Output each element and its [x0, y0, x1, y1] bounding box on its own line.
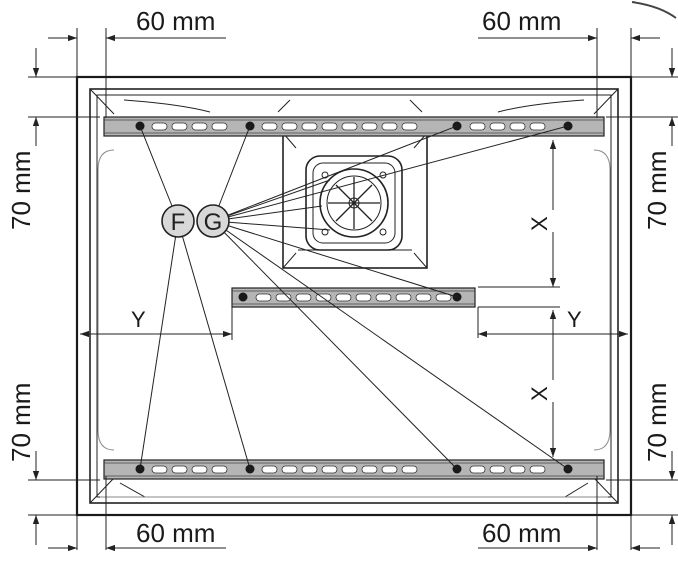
- leader-lines: [139, 125, 569, 470]
- din-rail-top: [103, 116, 605, 137]
- callout-f: F: [161, 204, 195, 238]
- callout-g-label: G: [204, 209, 223, 236]
- y-right-label: Y: [567, 307, 582, 332]
- corner-mark: [631, 1, 677, 19]
- dim-bottom-right-label: 60 mm: [482, 518, 561, 548]
- dim-left-bottom-label: 70 mm: [6, 383, 36, 462]
- dimension-labels: 60 mm 60 mm 60 mm 60 mm 70 mm 70 mm 70 m…: [6, 6, 672, 549]
- screw-mid-1: [238, 292, 248, 302]
- callout-f-label: F: [171, 209, 186, 236]
- x-lower-label: X: [527, 386, 552, 401]
- y-left-label: Y: [131, 307, 146, 332]
- dim-left-top-label: 70 mm: [6, 151, 36, 230]
- fan-unit: [282, 132, 428, 269]
- dim-right-bottom-label: 70 mm: [642, 383, 672, 462]
- x-upper-label: X: [527, 216, 552, 231]
- extension-lines: [28, 28, 678, 550]
- dim-bottom-left-label: 60 mm: [136, 518, 215, 548]
- callout-g: G: [196, 204, 230, 238]
- dim-top-right-label: 60 mm: [482, 6, 561, 36]
- dim-right-top-label: 70 mm: [642, 151, 672, 230]
- fan-blades: [328, 177, 380, 229]
- dim-top-left-label: 60 mm: [136, 6, 215, 36]
- din-rail-bottom: [103, 459, 605, 480]
